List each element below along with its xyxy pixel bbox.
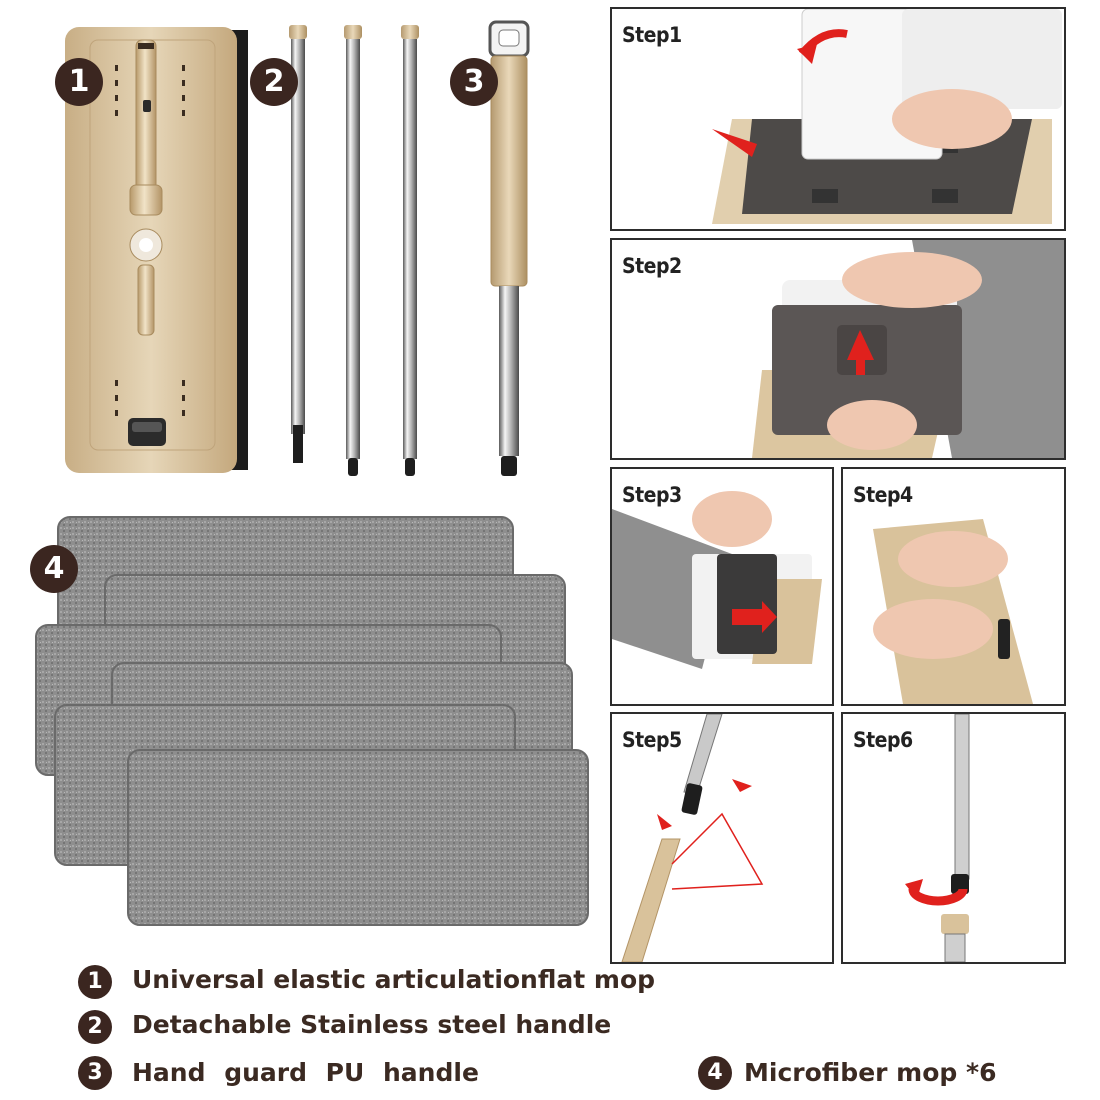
mop-head-product: [60, 25, 250, 475]
step-panel-1: Step1: [610, 7, 1066, 231]
badge-1: 1: [55, 58, 103, 106]
step2-illustration: [752, 240, 1064, 458]
step3-illustration: [612, 491, 822, 669]
legend-badge-1: 1: [78, 965, 112, 999]
legend-badge-2: 2: [78, 1010, 112, 1044]
step-label: Step1: [622, 23, 682, 47]
badge-2: 2: [250, 58, 298, 106]
legend-badge-3: 3: [78, 1056, 112, 1090]
mop-head-illustration: [65, 27, 248, 473]
step-label: Step6: [853, 728, 913, 752]
pu-handle-product: [485, 20, 535, 480]
step-panel-4: Step4: [841, 467, 1066, 706]
badge-3: 3: [450, 58, 498, 106]
step1-illustration: [712, 9, 1062, 224]
step-panel-2: Step2: [610, 238, 1066, 460]
step-panel-6: Step6: [841, 712, 1066, 964]
pads-illustration: [35, 516, 589, 926]
badge-4: 4: [30, 545, 78, 593]
step-label: Step5: [622, 728, 682, 752]
step-panel-3: Step3: [610, 467, 834, 706]
legend-item-3: Hand guard PU handle: [132, 1058, 479, 1087]
stainless-handles-product: [280, 20, 460, 480]
step6-illustration: [905, 714, 970, 962]
legend-item-1: Universal elastic articulationflat mop: [132, 965, 656, 994]
microfiber-pads-product: [30, 515, 595, 930]
step-label: Step2: [622, 254, 682, 278]
pu-handle-illustration: [488, 20, 530, 476]
legend-item-4: Microfiber mop *6: [744, 1058, 997, 1087]
step-label: Step4: [853, 483, 913, 507]
legend-badge-4: 4: [698, 1056, 732, 1090]
step-panel-5: Step5: [610, 712, 834, 964]
step-label: Step3: [622, 483, 682, 507]
legend-item-2: Detachable Stainless steel handle: [132, 1010, 612, 1039]
step4-illustration: [873, 519, 1033, 704]
step5-illustration: [621, 714, 764, 962]
handles-illustration: [289, 25, 419, 476]
